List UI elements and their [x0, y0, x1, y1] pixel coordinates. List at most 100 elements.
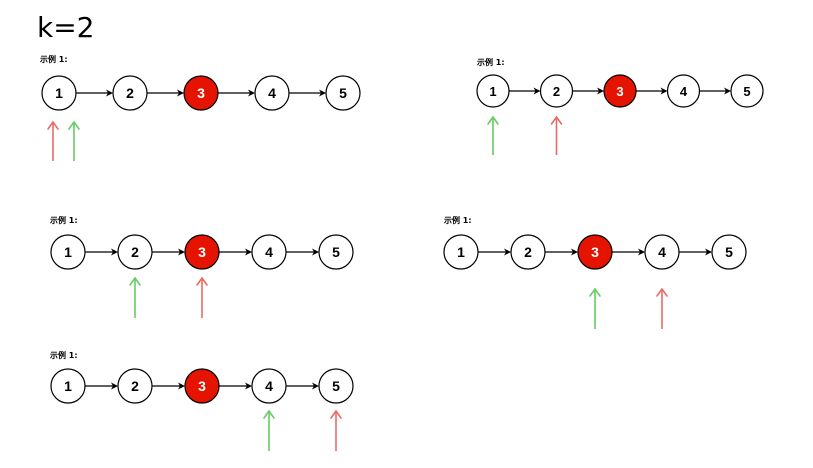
node-circle	[711, 234, 747, 270]
link-arrow	[636, 87, 668, 95]
node-highlighted: 3	[183, 75, 219, 111]
node-circle	[666, 74, 701, 108]
node: 5	[318, 368, 354, 404]
link-arrow	[219, 248, 252, 256]
node-circle	[577, 234, 613, 270]
node-label: 5	[339, 85, 347, 101]
node: 1	[41, 75, 77, 111]
node-label: 3	[198, 244, 206, 260]
link-arrow	[85, 248, 118, 256]
fast-pointer-arrow	[656, 287, 668, 329]
node-highlighted: 3	[603, 74, 637, 108]
node-circle	[510, 234, 546, 270]
node: 2	[539, 74, 574, 108]
link-arrowhead	[248, 89, 255, 97]
link-arrow	[218, 89, 255, 97]
link-arrow	[152, 382, 185, 390]
arrow-head	[330, 409, 342, 419]
arrow-head	[550, 115, 563, 125]
node-label: 4	[268, 85, 276, 101]
node-label: 2	[553, 84, 560, 99]
node-label: 5	[332, 378, 340, 394]
node-label: 2	[126, 85, 134, 101]
link-arrowhead	[571, 248, 578, 256]
node-label: 1	[64, 244, 72, 260]
node-label: 5	[725, 244, 733, 260]
example-caption: 示例 1:	[50, 216, 78, 225]
node: 1	[443, 234, 479, 270]
link-arrow	[478, 248, 511, 256]
node: 4	[251, 368, 287, 404]
arrow-head	[589, 287, 601, 297]
link-arrow	[76, 89, 113, 97]
slow-pointer-arrow	[129, 276, 141, 318]
link-arrowhead	[312, 382, 319, 390]
node: 1	[50, 234, 86, 270]
link-arrowhead	[533, 87, 541, 95]
node-circle	[254, 75, 290, 111]
node: 5	[730, 74, 764, 108]
node-circle	[325, 75, 361, 111]
node: 2	[112, 75, 148, 111]
node-circle	[644, 234, 680, 270]
node-circle	[184, 234, 220, 270]
node-label: 4	[265, 244, 273, 260]
link-arrow	[699, 87, 731, 95]
node: 5	[325, 75, 361, 111]
node: 2	[117, 368, 153, 404]
node-label: 5	[332, 244, 340, 260]
node-label: 3	[591, 244, 599, 260]
node-circle	[730, 74, 764, 108]
node-circle	[251, 234, 287, 270]
node-circle	[112, 75, 148, 111]
link-arrowhead	[177, 89, 184, 97]
slow-pointer-arrow	[487, 115, 499, 155]
fast-pointer-arrow	[196, 276, 208, 318]
link-arrowhead	[312, 248, 319, 256]
node: 5	[318, 234, 354, 270]
node-label: 1	[489, 84, 496, 99]
arrow-head	[487, 115, 499, 125]
node-label: 5	[743, 84, 750, 99]
link-arrowhead	[111, 382, 118, 390]
link-arrow	[679, 248, 712, 256]
link-arrowhead	[178, 382, 185, 390]
arrow-head	[196, 276, 208, 286]
link-arrowhead	[724, 87, 731, 95]
link-arrow	[509, 87, 541, 95]
link-arrowhead	[106, 89, 113, 97]
example-caption: 示例 1:	[444, 216, 472, 225]
node-label: 2	[131, 244, 139, 260]
node: 1	[476, 74, 510, 108]
arrow-head	[656, 287, 668, 297]
node-label: 1	[64, 378, 72, 394]
node-label: 3	[197, 85, 205, 101]
link-arrowhead	[245, 248, 252, 256]
slow-pointer-arrow	[68, 120, 80, 161]
link-arrowhead	[638, 248, 645, 256]
node-circle	[117, 368, 153, 404]
fast-pointer-arrow	[47, 120, 59, 161]
node-circle	[539, 74, 574, 108]
node: 2	[510, 234, 546, 270]
node-circle	[603, 74, 637, 108]
node-label: 1	[457, 244, 465, 260]
node-circle	[251, 368, 287, 404]
node-circle	[183, 75, 219, 111]
link-arrowhead	[111, 248, 118, 256]
link-arrow	[286, 248, 319, 256]
node-circle	[184, 368, 220, 404]
link-arrow	[545, 248, 578, 256]
arrow-head	[129, 276, 141, 286]
arrow-head	[68, 120, 80, 130]
link-arrow	[152, 248, 185, 256]
node-highlighted: 3	[184, 368, 220, 404]
node-label: 3	[616, 84, 623, 99]
node-label: 4	[658, 244, 666, 260]
link-arrow	[147, 89, 184, 97]
